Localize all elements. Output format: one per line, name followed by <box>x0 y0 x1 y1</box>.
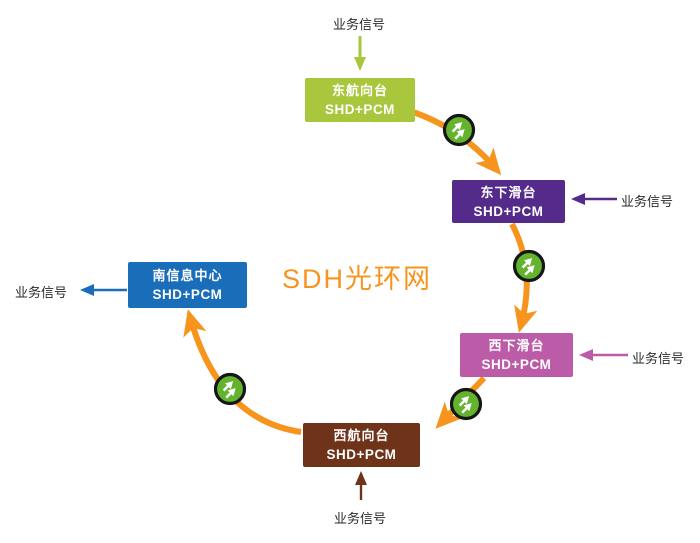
node-sublabel: SHD+PCM <box>481 357 552 372</box>
ring-arc-east-glide-to-west-glide <box>509 222 538 333</box>
node-south-info: 南信息中心 SHD+PCM <box>128 262 247 308</box>
repeater-icon <box>442 113 476 147</box>
node-west-glide: 西下滑台 SHD+PCM <box>460 333 573 377</box>
repeater-icon <box>213 372 247 406</box>
node-east-glide: 东下滑台 SHD+PCM <box>452 180 565 223</box>
signal-label-right-upper: 业务信号 <box>621 194 674 209</box>
ring-arc-east-azimuth-to-east-glide <box>412 109 502 176</box>
signal-label-right-lower: 业务信号 <box>632 351 685 366</box>
signal-label-left: 业务信号 <box>15 285 68 300</box>
node-east-azimuth: 东航向台 SHD+PCM <box>305 78 415 122</box>
signal-label-bottom: 业务信号 <box>334 511 387 526</box>
node-sublabel: SHD+PCM <box>325 102 395 117</box>
ring-arc-west-azimuth-to-south-info <box>183 309 302 435</box>
node-sublabel: SHD+PCM <box>473 203 544 219</box>
node-west-azimuth: 西航向台 SHD+PCM <box>303 423 420 467</box>
ring-arc-west-glide-to-west-azimuth <box>435 375 487 429</box>
node-label: 南信息中心 <box>152 268 223 283</box>
diagram-title: SDH光环网 <box>282 264 433 294</box>
node-label: 西航向台 <box>333 428 390 443</box>
signal-label-top: 业务信号 <box>333 17 386 32</box>
repeater-icon <box>512 249 546 283</box>
node-label: 西下滑台 <box>488 338 545 353</box>
node-sublabel: SHD+PCM <box>326 447 397 462</box>
repeater-icon <box>449 387 483 421</box>
node-sublabel: SHD+PCM <box>152 287 223 302</box>
node-label: 东下滑台 <box>480 184 537 200</box>
node-label: 东航向台 <box>331 83 388 98</box>
